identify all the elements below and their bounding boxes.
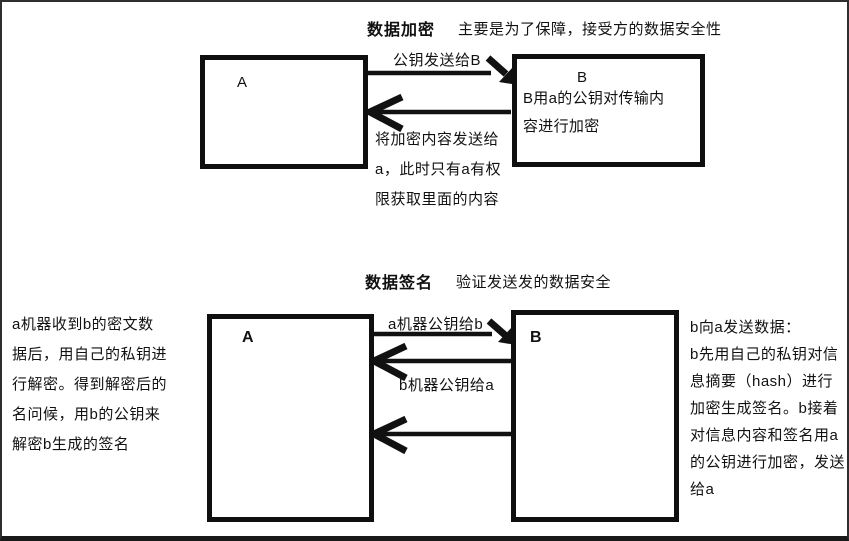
signature-machine-b-label: B xyxy=(530,329,542,346)
encryption-send-key-arrow-label: 公钥发送给B xyxy=(393,52,482,69)
signature-b-key-arrow-label: b机器公钥给a xyxy=(399,377,495,394)
signature-machine-a-label: A xyxy=(242,329,254,346)
signature-section-subtitle: 验证发送发的数据安全 xyxy=(456,274,612,291)
signature-section-title: 数据签名 xyxy=(365,275,434,292)
encryption-machine-a-label: A xyxy=(237,74,248,91)
encryption-section-subtitle: 主要是为了保障，接受方的数据安全性 xyxy=(458,21,722,38)
signature-machine-a-box: A xyxy=(207,314,374,522)
signature-left-note: a机器收到b的密文数 据后，用自己的私钥进 行解密。得到解密后的 名问候，用b的… xyxy=(12,316,168,453)
signature-a-key-arrow-label: a机器公钥给b xyxy=(388,316,484,333)
encryption-machine-b-label: B xyxy=(577,69,588,86)
encryption-machine-a-box: A xyxy=(200,55,368,169)
signature-machine-b-box: B xyxy=(511,310,679,522)
encryption-return-note: 将加密内容发送给 a，此时只有a有权 限获取里面的内容 xyxy=(375,131,502,208)
encryption-machine-b-note: B用a的公钥对传输内 容进行加密 xyxy=(523,90,665,135)
signature-arrow-b-to-a-data-icon xyxy=(366,415,511,455)
signature-right-note: b向a发送数据： b先用自己的私钥对信 息摘要（hash）进行 加密生成签名。b… xyxy=(690,319,846,498)
encryption-section-title: 数据加密 xyxy=(367,22,436,39)
encryption-machine-b-box: B B用a的公钥对传输内 容进行加密 xyxy=(512,54,705,167)
